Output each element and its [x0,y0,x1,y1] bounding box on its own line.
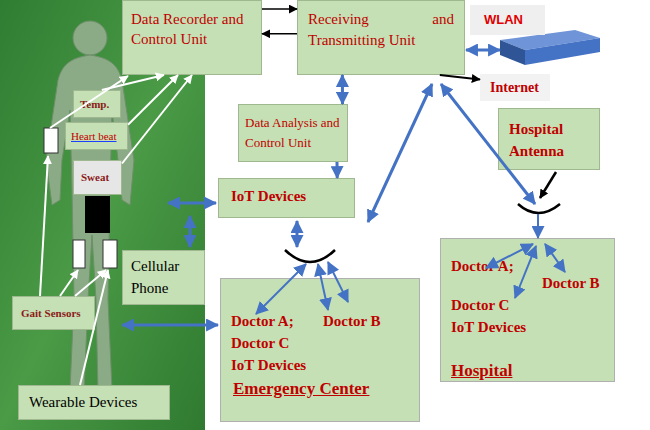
node-text: Hospital Antenna [499,109,599,163]
unit-box: Data Recorder and Control Unit [122,0,262,75]
node-text: Wearable Devices [19,386,169,411]
human-figure [46,55,134,392]
connector-arrow [122,75,192,164]
sensor-box: Heart beat [65,122,128,150]
leader-line [50,76,128,128]
sensor-box: Gait Sensors [12,296,95,330]
link-arrow [466,49,500,52]
network-label: WLAN [470,5,545,35]
link-arrow [256,264,306,314]
link-arrow [537,214,539,238]
router-front [525,38,600,65]
node-text: WLAN [470,5,545,27]
connector-arrow [262,33,297,35]
link-arrow [122,324,218,327]
antenna-dish [518,204,560,213]
antenna-pointer [540,172,556,198]
node-text: Doctor A; [231,313,294,330]
node-text: Sweat [74,161,121,183]
node-text: Heart beat [66,123,127,142]
connector-arrow [440,75,480,79]
node-text: Doctor B [323,313,381,330]
sensor-patch [103,240,117,268]
device-block [85,196,110,233]
link-arrow [368,84,432,222]
connector-arrow [336,162,339,178]
link-arrow [168,202,216,205]
leader-line [75,270,106,296]
router-side [500,40,525,65]
facility-box: Doctor A; Doctor B Doctor C IoT DevicesHosp… [440,238,615,382]
link-arrow [545,244,565,272]
sensor-patch [44,128,58,153]
node-text: Cellular Phone [123,251,204,300]
leader-line [80,270,108,385]
node-text: Hospital [451,361,512,381]
antenna-dish [285,250,335,262]
connector-arrow [262,8,297,10]
node-text: IoT Devices [231,357,306,374]
node-text: Doctor C [451,297,509,314]
unit-box: Receiving and Transmitting Unit [297,0,465,75]
link-arrow [486,244,533,268]
node-text: Temp. [74,91,120,110]
device-box: IoT Devices [218,178,355,218]
link-arrow [318,264,328,310]
connector-arrow [341,75,344,104]
link-arrow [296,221,299,247]
facility-box: Doctor A; Doctor B Doctor C IoT DevicesEmer… [220,278,420,422]
link-arrow [189,216,192,247]
node-text: IoT Devices [451,319,526,336]
node-text: Doctor A; [451,258,514,275]
sensor-box: Sweat [73,160,122,195]
device-box: Cellular Phone [122,250,205,305]
connector-arrow [128,75,178,125]
figure-head [73,21,107,55]
unit-box: Data Analysis and Control Unit [238,104,348,162]
leader-line [40,156,48,296]
node-text: Receiving and Transmitting Unit [298,1,464,51]
node-text: Data Recorder and Control Unit [123,1,261,50]
leader-line [60,270,78,296]
node-text: Data Analysis and Control Unit [239,105,347,152]
node-text: IoT Devices [219,179,354,205]
node-text: Doctor B [542,275,600,292]
node-text: Doctor C [231,335,289,352]
sensor-patch [73,240,85,268]
node-text: Internet [480,74,550,96]
link-arrow [515,246,536,298]
antenna-box: Hospital Antenna [498,108,600,170]
device-box: Wearable Devices [18,385,170,420]
connector-arrow [102,75,164,90]
node-text: Gait Sensors [13,297,94,319]
link-arrow [441,84,535,204]
network-label: Internet [480,74,550,101]
sensor-box: Temp. [73,90,121,118]
node-text: Emergency Center [233,379,369,399]
link-arrow [328,262,348,302]
